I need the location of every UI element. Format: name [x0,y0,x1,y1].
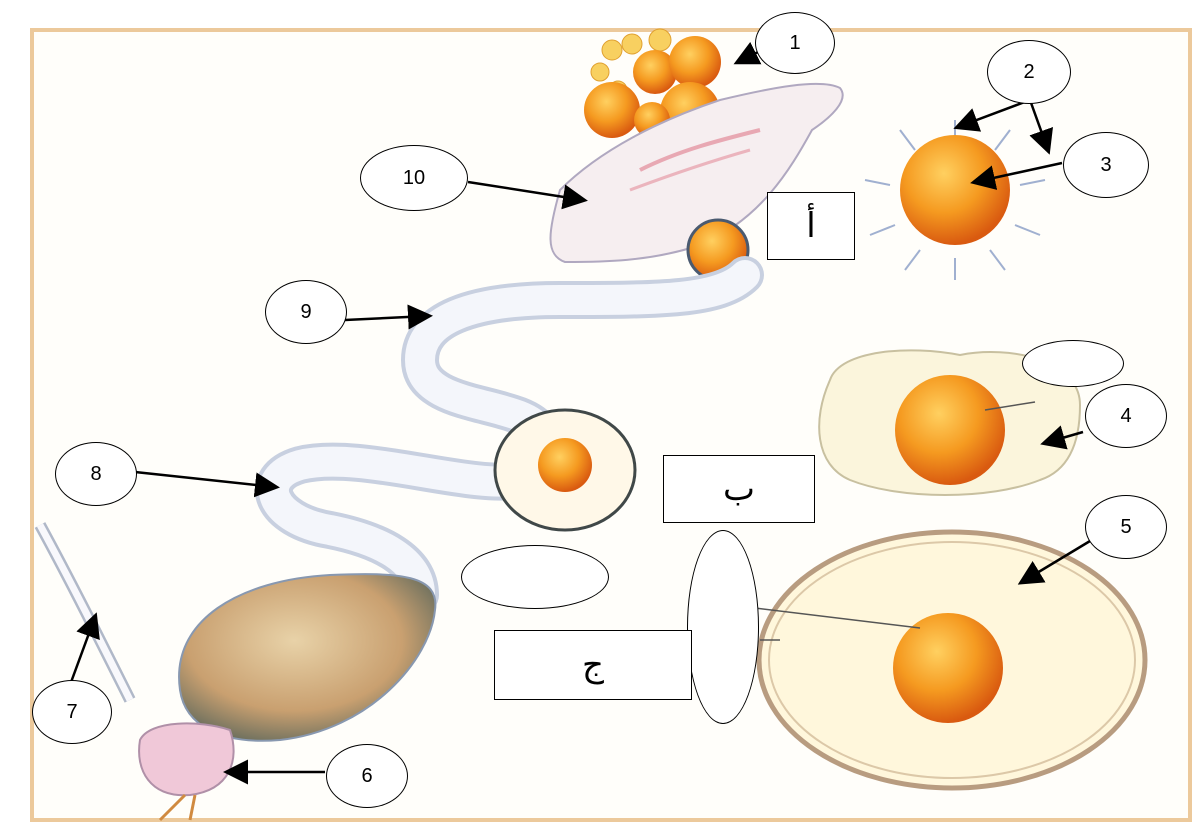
box-ba: ب [663,455,815,523]
label-8: 8 [55,442,137,506]
label-10: 10 [360,145,468,211]
label-2: 2 [987,40,1071,104]
blank-oval-2 [461,545,609,609]
label-1: 1 [755,12,835,74]
blank-oval-1 [1022,340,1124,387]
blank-oval-3 [687,530,759,724]
label-5: 5 [1085,495,1167,559]
ovum-yolk [900,135,1010,245]
label-9: 9 [265,280,347,344]
box-jeem: ج [494,630,692,700]
label-3: 3 [1063,132,1149,198]
cloaca [139,723,234,795]
label-7: 7 [32,680,112,744]
label-4: 4 [1085,384,1167,448]
label-6: 6 [326,744,408,808]
box-alef: أ [767,192,855,260]
